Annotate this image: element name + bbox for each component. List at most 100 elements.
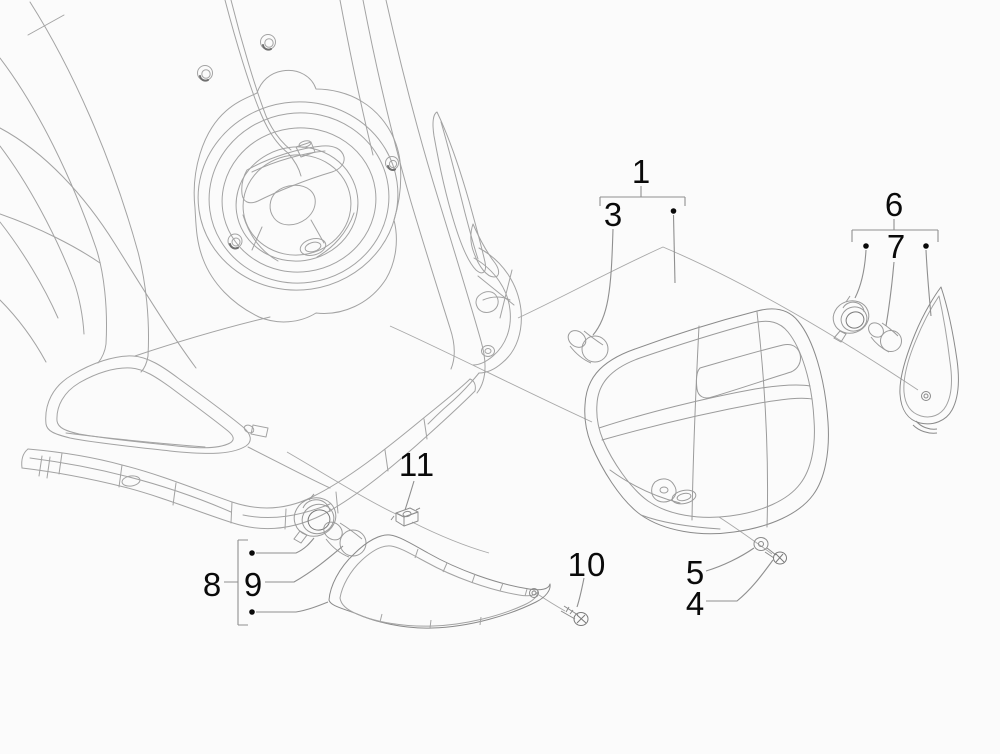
body-edge-tick bbox=[27, 14, 65, 36]
lens-screw-hole-inner bbox=[531, 590, 537, 596]
latch-spoke bbox=[251, 226, 263, 251]
body-crease-line bbox=[134, 316, 271, 357]
bulb-base bbox=[868, 322, 884, 338]
bulb-globe bbox=[880, 330, 902, 352]
recess-outer-panel bbox=[193, 69, 402, 323]
bumper-left-tip bbox=[21, 448, 29, 469]
rail-bracket bbox=[475, 291, 499, 313]
body-bolt bbox=[197, 65, 213, 82]
callout-1-bracket bbox=[599, 186, 686, 206]
lens-screw-hole-inner bbox=[923, 393, 929, 399]
taillight-bottom-line bbox=[640, 514, 721, 530]
left-signal-bulb-holder bbox=[293, 493, 337, 544]
bulb-side bbox=[339, 522, 363, 540]
taillight-aperture-inner bbox=[56, 367, 234, 449]
rail-spoke bbox=[482, 296, 511, 301]
body-crease-line bbox=[0, 57, 107, 364]
taillight-outer-contour bbox=[584, 308, 829, 535]
rail-end-loop bbox=[427, 372, 480, 425]
assembly-axis-lines bbox=[286, 246, 919, 612]
callout-4-leader bbox=[706, 559, 774, 602]
callout-6-right-leader bbox=[925, 249, 932, 317]
latch-slot-inner bbox=[304, 241, 322, 253]
body-lower-edge bbox=[247, 446, 331, 489]
bulb-globe bbox=[339, 529, 367, 557]
right-signal-lens bbox=[899, 286, 959, 434]
latch-slot bbox=[299, 238, 327, 256]
callout-11-leader bbox=[404, 480, 415, 511]
aperture-corner-hole bbox=[243, 424, 255, 434]
callout-8-bottom-leader bbox=[256, 601, 329, 613]
washer-hole bbox=[758, 541, 764, 547]
recess-ring bbox=[197, 101, 399, 291]
holder-notch bbox=[308, 493, 315, 501]
taillight-window bbox=[695, 344, 801, 399]
holder-body bbox=[840, 306, 868, 332]
aperture-shadow-line bbox=[65, 432, 206, 448]
left-signal-bulb bbox=[323, 521, 367, 558]
callout-8-bracket bbox=[224, 539, 248, 626]
latch-knob bbox=[295, 141, 316, 158]
axis-line-right-signal bbox=[517, 246, 919, 391]
clip-side-face bbox=[403, 511, 419, 527]
latch-bar bbox=[241, 145, 345, 204]
right-signal-bulb bbox=[868, 322, 902, 353]
screw-head bbox=[773, 551, 787, 565]
callout-label-6: 6 bbox=[885, 186, 903, 223]
bulb-globe bbox=[581, 335, 609, 363]
callout-3-leader bbox=[592, 228, 614, 336]
lens-inner-rim bbox=[339, 545, 539, 627]
rail-mount-hole-inner bbox=[484, 348, 492, 354]
taillight-screw bbox=[764, 547, 787, 565]
callout-1-dot bbox=[670, 208, 677, 214]
taillight-ear-hole bbox=[659, 486, 669, 494]
recess-opening-rim bbox=[235, 146, 359, 262]
axis-line-screws bbox=[718, 516, 773, 555]
rail-spoke bbox=[477, 275, 515, 306]
callout-label-8: 8 bbox=[203, 566, 221, 603]
left-signal-lens bbox=[328, 534, 551, 629]
lens-foot bbox=[912, 420, 938, 434]
screw-shaft bbox=[560, 605, 579, 620]
grab-rail-inner bbox=[440, 121, 479, 260]
lens-screw-hole bbox=[529, 588, 539, 598]
taillight-ridge bbox=[598, 384, 811, 429]
bulb-base bbox=[323, 521, 343, 541]
body-crease-line bbox=[0, 145, 85, 335]
washer-outer bbox=[753, 537, 769, 551]
retaining-clip bbox=[390, 507, 421, 527]
seat-release-cable bbox=[230, 0, 292, 151]
holder-tab bbox=[833, 330, 847, 343]
lens-rim-ticks bbox=[379, 548, 528, 629]
bulb-side bbox=[325, 538, 350, 558]
callout-label-4: 4 bbox=[686, 585, 704, 622]
clip-flange bbox=[390, 507, 421, 521]
taillight-mount-slot bbox=[671, 489, 697, 505]
lens-inner-rim bbox=[903, 295, 952, 418]
holder-flange bbox=[832, 300, 870, 334]
right-signal-bulb-holder bbox=[832, 295, 870, 343]
callout-6-right-dot bbox=[923, 243, 929, 249]
lens-outer-rim bbox=[328, 534, 551, 629]
callout-label-11: 11 bbox=[399, 446, 435, 483]
taillight-crease bbox=[756, 311, 768, 528]
screw-shaft bbox=[764, 547, 777, 559]
screw-head-cross bbox=[775, 553, 785, 563]
taillight-aperture-outer bbox=[45, 355, 251, 454]
callout-5-leader bbox=[705, 547, 755, 572]
lens-outer-rim bbox=[899, 286, 959, 425]
body-crease-line bbox=[0, 127, 197, 369]
holder-opening bbox=[845, 311, 865, 329]
taillight-mount-ear bbox=[651, 478, 677, 503]
rail-end-loop bbox=[478, 247, 522, 374]
body-bolt bbox=[227, 233, 243, 250]
callout-6-bracket bbox=[851, 219, 939, 242]
body-bolt bbox=[260, 34, 276, 51]
taillight-crease bbox=[691, 325, 700, 521]
screw-head bbox=[573, 612, 589, 626]
taillight-bottom-line bbox=[609, 469, 681, 504]
callout-8-bottom-dot bbox=[249, 609, 255, 615]
callout-label-7: 7 bbox=[887, 228, 905, 265]
